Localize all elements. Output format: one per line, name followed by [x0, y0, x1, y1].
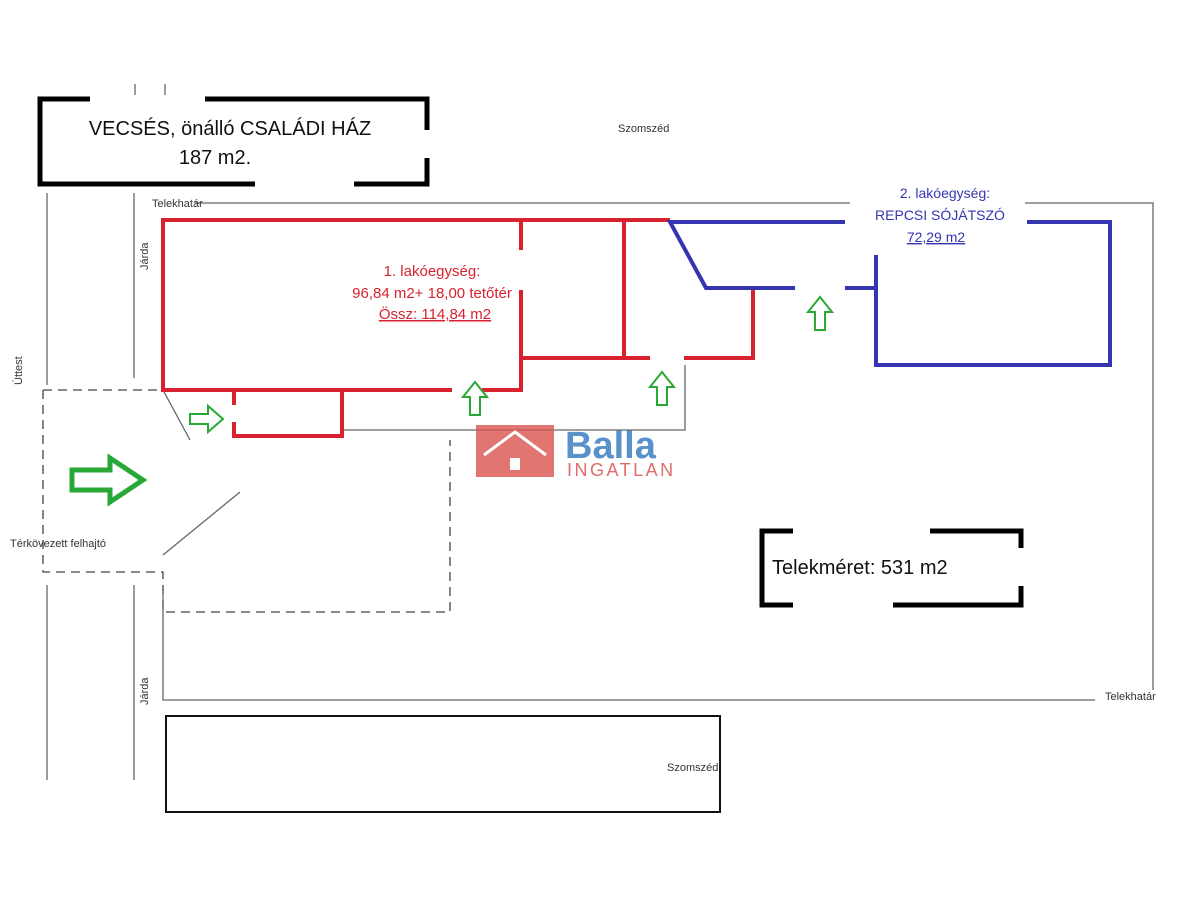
neighbor-building — [165, 715, 721, 813]
unit2-name: REPCSI SÓJÁTSZÓ — [875, 207, 1005, 223]
sidewalk-bottom-label: Járda — [139, 677, 151, 705]
entrance-arrow-up-2 — [647, 370, 677, 406]
title-line1: VECSÉS, önálló CSALÁDI HÁZ — [89, 117, 371, 140]
unit2-area: 72,29 m2 — [907, 229, 966, 245]
boundary-top-label: Telekhatár — [152, 198, 203, 210]
title-frame — [37, 96, 430, 187]
logo-name: Balla — [565, 425, 657, 467]
boundary-bottom-label: Telekhatár — [1105, 691, 1156, 703]
neighbor-top-label: Szomszéd — [618, 123, 669, 135]
logo-sub: INGATLAN — [567, 460, 676, 480]
unit2-title: 2. lakóegység: — [900, 185, 990, 201]
sidewalk-top-label: Járda — [139, 242, 151, 270]
driveway-label: Térkövezett felhajtó — [10, 538, 106, 550]
entrance-arrow-up-1 — [460, 380, 490, 416]
unit1-area: 96,84 m2+ 18,00 tetőtér — [352, 285, 512, 302]
title-line2: 187 m2. — [179, 147, 251, 169]
neighbor-bottom-label: Szomszéd — [667, 762, 718, 774]
unit1-title: 1. lakóegység: — [384, 263, 481, 280]
entrance-arrow-right — [189, 403, 225, 435]
entrance-arrow-main — [69, 453, 148, 507]
road-label: Úttest — [12, 356, 25, 385]
unit1-total: Össz: 114,84 m2 — [379, 305, 491, 323]
driveway-outline — [42, 389, 451, 613]
plot-size-frame — [759, 528, 1024, 608]
plot-size: Telekméret: 531 m2 — [772, 557, 948, 579]
unit1-walls — [161, 218, 755, 438]
unit2-walls — [666, 220, 1112, 367]
road-lines — [46, 84, 241, 780]
plot-boundary — [162, 202, 1154, 701]
balla-logo: Balla INGATLAN — [476, 425, 676, 480]
entrance-arrow-up-3 — [805, 295, 835, 331]
